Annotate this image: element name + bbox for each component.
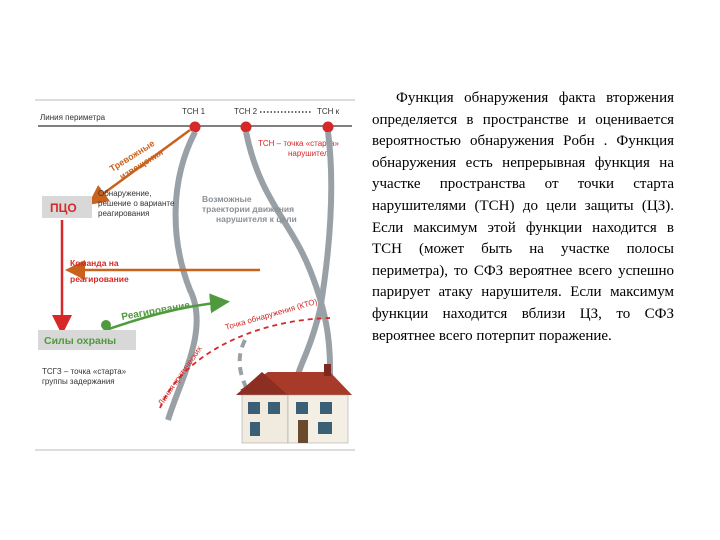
trajectories-label-2: траектории движения [202,204,294,214]
pco-description-2: решение о варианте [98,199,175,208]
trajectories-label-1: Возможные [202,194,252,204]
tsgz-point [101,320,111,330]
description-paragraph: Функция обнаружения факта вторжения опре… [372,90,674,344]
pco-label: ПЦО [50,201,77,215]
alarm-arrow [87,128,191,205]
trajectory-3 [295,131,335,376]
tsn-k-point [322,121,334,133]
trajectory-2 [243,131,333,376]
tsn-2-point [240,121,252,133]
command-label-1: Команда на [70,258,119,268]
critical-point-label: Точка обнаружения (КТО) [224,297,318,332]
critical-line [159,317,331,409]
response-label: Реагирование [121,300,192,323]
diagram-canvas: Линия периметра ТСН 1 ТСН 2 ТСН к ТСН – … [35,99,355,451]
tsn-2-label: ТСН 2 [234,107,258,116]
pco-description-1: Обнаружение, [98,189,151,198]
response-arrow [99,293,230,334]
tsn-1-label: ТСН 1 [182,107,206,116]
security-diagram: Линия периметра ТСН 1 ТСН 2 ТСН к ТСН – … [30,90,360,462]
trajectories-label-3: нарушителя к цели [216,214,297,224]
tsn-1-point [189,121,201,133]
command-label-2: реагирование [70,274,129,284]
tsgz-definition-2: группы задержания [42,377,115,386]
house-icon [236,364,352,444]
perimeter-label: Линия периметра [40,113,106,122]
trajectory-1 [165,130,200,421]
pco-box [42,196,92,218]
forces-label: Силы охраны [44,335,116,347]
tsn-k-label: ТСН к [317,107,340,116]
critical-line-label: Линия критических [156,344,204,407]
tsn-definition-line-1: ТСН – точка «старта» [258,139,339,148]
pco-description-3: реагирования [98,209,149,218]
forces-box [38,330,136,350]
tsgz-definition-1: ТСГЗ – точка «старта» [42,367,127,376]
tsn-definition-line-2: нарушителя [288,149,333,158]
